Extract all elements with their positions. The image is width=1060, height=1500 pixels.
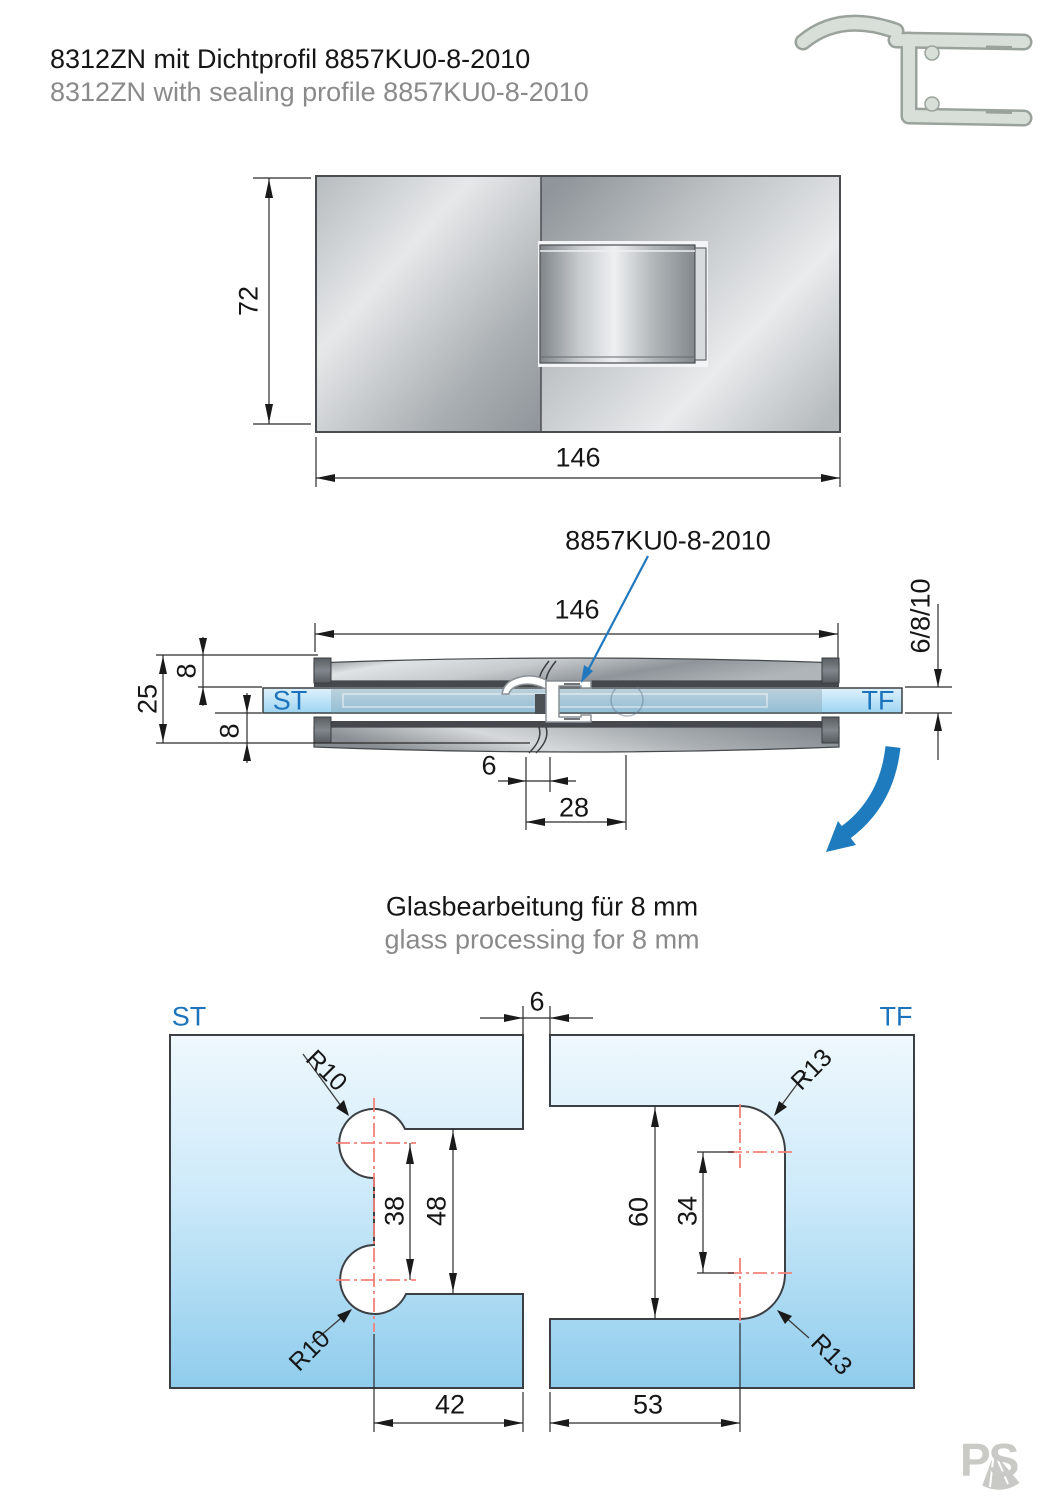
- dim-offset-bottom: 8: [214, 723, 245, 739]
- panel-label-tf: TF: [879, 1001, 913, 1032]
- dim-offset-top: 8: [171, 663, 202, 679]
- hinge-top-plate: [313, 657, 840, 682]
- top-view-drawing: [253, 175, 841, 487]
- glass-panel-st: [169, 1034, 524, 1389]
- centerlines-red: [336, 1098, 794, 1332]
- dim-top-view-width: 146: [555, 442, 601, 473]
- dim-right-width: 53: [632, 1389, 664, 1420]
- panel-label-st: ST: [171, 1001, 207, 1032]
- dim-section-gap: 6: [481, 750, 497, 781]
- dim-146-top-lines: [315, 437, 841, 487]
- page-title-en: 8312ZN with sealing profile 8857KU0-8-20…: [50, 77, 589, 107]
- rotate-arrow: [826, 746, 901, 852]
- glass-label-st-section: ST: [272, 685, 308, 716]
- sealing-profile-section: [501, 675, 592, 723]
- dim-total-height: 25: [132, 683, 163, 715]
- hinge-bottom-plate: [313, 726, 840, 753]
- dim-glass-thickness: 6/8/10: [905, 578, 936, 654]
- sealing-profile-icon: [794, 14, 1033, 127]
- dim-72-lines: [253, 177, 311, 425]
- glass-panel-tf: [549, 1034, 915, 1389]
- dim-left-centers-span: 38: [379, 1195, 410, 1227]
- glass-bar: [262, 687, 903, 714]
- dim-right-cutout-span: 60: [623, 1196, 654, 1228]
- logo-fan-icon: [979, 1449, 1023, 1492]
- processing-title-de: Glasbearbeitung für 8 mm: [385, 891, 699, 922]
- glass-label-tf-section: TF: [861, 685, 895, 716]
- processing-title-en: glass processing for 8 mm: [384, 924, 700, 955]
- dim-processing-gap: 6: [529, 986, 545, 1017]
- dim-profile-width: 28: [558, 792, 590, 823]
- page-title-de: 8312ZN mit Dichtprofil 8857KU0-8-2010: [50, 44, 531, 74]
- logo-text: PS: [960, 1434, 1019, 1486]
- dim-left-width: 42: [434, 1389, 466, 1420]
- profile-label: 8857KU0-8-2010: [565, 525, 771, 556]
- glass-processing-drawing: [169, 1006, 915, 1432]
- profile-leader: [581, 555, 649, 683]
- dim-left-cutout-span: 48: [421, 1195, 452, 1227]
- dim-right-centers-span: 34: [672, 1195, 703, 1227]
- section-view-drawing: [156, 555, 952, 852]
- dim-section-width: 146: [554, 594, 600, 625]
- dim-top-view-height: 72: [233, 285, 264, 317]
